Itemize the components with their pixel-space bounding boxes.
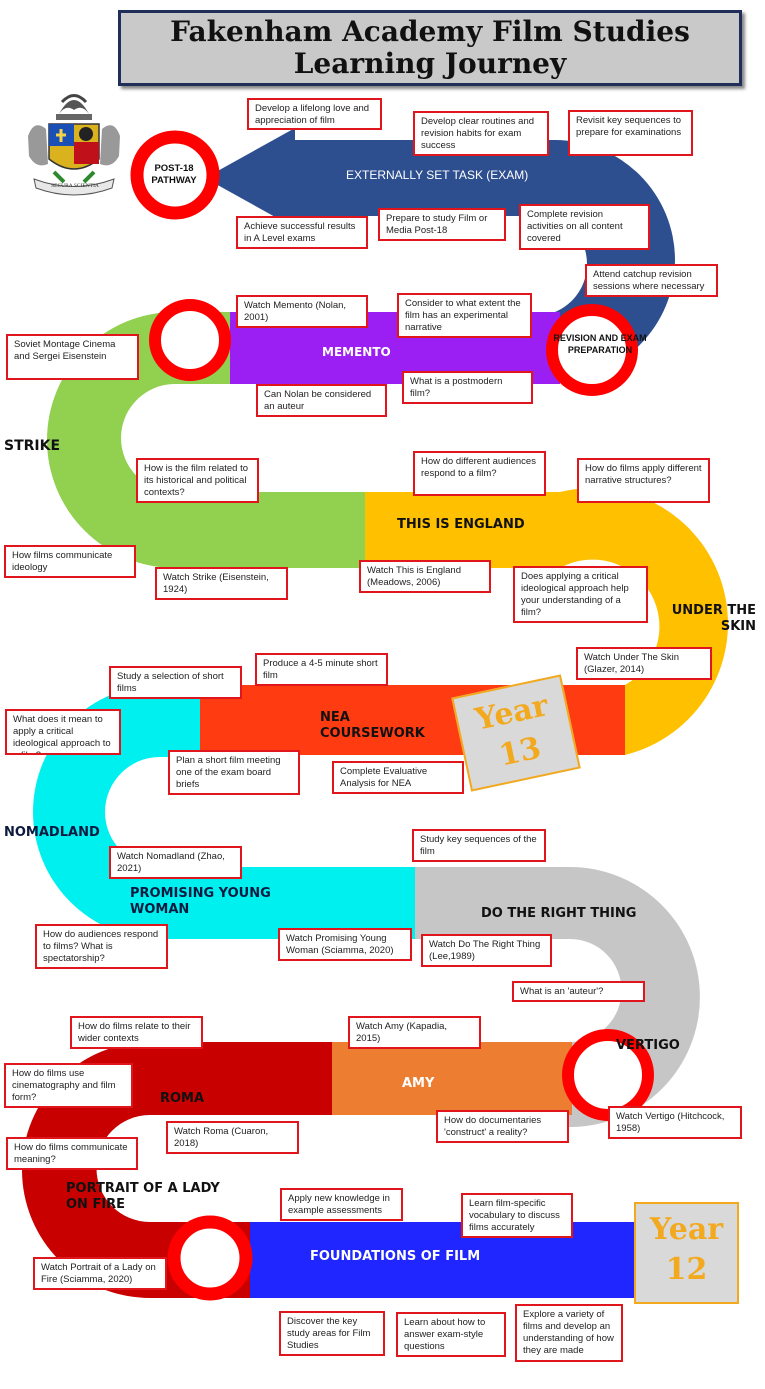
note-apply-knowledge: Apply new knowledge in example assessmen…: [280, 1188, 403, 1221]
exam-arrow-head: [205, 128, 295, 228]
note-meaning: How do films communicate meaning?: [6, 1137, 138, 1170]
note-complete-rev: Complete revision activities on all cont…: [519, 204, 650, 250]
note-watch-amy: Watch Amy (Kapadia, 2015): [348, 1016, 481, 1049]
note-catchup: Attend catchup revision sessions where n…: [585, 264, 718, 297]
note-exam-style: Learn about how to answer exam-style que…: [396, 1312, 506, 1357]
note-watch-dtrt: Watch Do The Right Thing (Lee,1989): [421, 934, 552, 967]
page-title: Fakenham Academy Film Studies Learning J…: [118, 10, 742, 86]
vertigo-label: VERTIGO: [616, 1038, 680, 1053]
note-prepare: Prepare to study Film or Media Post-18: [378, 208, 506, 241]
nomadland-label: NOMADLAND: [4, 825, 100, 840]
this-is-england-label: THIS IS ENGLAND: [397, 517, 525, 532]
year-13-text: Year 13: [472, 688, 552, 774]
memento-ring: [149, 299, 231, 381]
note-vocabulary: Learn film-specific vocabulary to discus…: [461, 1193, 573, 1238]
note-what-mean: What does it mean to apply a critical id…: [5, 709, 121, 755]
memento-label: MEMENTO: [322, 345, 391, 359]
note-cinematography: How do films use cinematography and film…: [4, 1063, 133, 1108]
post18-ring: [130, 130, 220, 220]
note-spectatorship: How do audiences respond to films? What …: [35, 924, 168, 969]
note-contexts: How do films relate to their wider conte…: [70, 1016, 203, 1049]
post18-label: POST-18 PATHWAY: [151, 163, 197, 186]
amy-label: AMY: [402, 1076, 435, 1091]
note-watch-roma: Watch Roma (Cuaron, 2018): [166, 1121, 299, 1154]
year-12-badge: Year 12: [634, 1202, 739, 1304]
nea-label: NEA COURSEWORK: [320, 710, 425, 741]
note-postmodern: What is a postmodern film?: [402, 371, 533, 404]
note-watch-strike: Watch Strike (Eisenstein, 1924): [155, 567, 288, 600]
note-results: Achieve successful results in A Level ex…: [236, 216, 368, 249]
note-plan-short: Plan a short film meeting one of the exa…: [168, 750, 300, 795]
note-short-films: Study a selection of short films: [109, 666, 242, 699]
promising-label: PROMISING YOUNG WOMAN: [130, 886, 271, 917]
note-historical: How is the film related to its historica…: [136, 458, 259, 503]
exam-label: EXTERNALLY SET TASK (EXAM): [346, 168, 529, 182]
note-watch-vertigo: Watch Vertigo (Hitchcock, 1958): [608, 1106, 742, 1139]
note-narrative: How do films apply different narrative s…: [577, 458, 710, 503]
this-is-england-curve: [365, 488, 728, 755]
roma-label: ROMA: [160, 1091, 205, 1106]
note-produce: Produce a 4-5 minute short film: [255, 653, 388, 686]
note-watch-uts: Watch Under The Skin (Glazer, 2014): [576, 647, 712, 680]
note-watch-memento: Watch Memento (Nolan, 2001): [236, 295, 368, 328]
foundations-ring: [167, 1215, 253, 1301]
note-critical: Does applying a critical ideological app…: [513, 566, 648, 623]
portrait-label: PORTRAIT OF A LADY ON FIRE: [66, 1181, 220, 1212]
crest-motto: SECURA SCIENTIA: [51, 183, 99, 189]
note-key-areas: Discover the key study areas for Film St…: [279, 1311, 385, 1356]
note-watch-portrait: Watch Portrait of a Lady on Fire (Sciamm…: [33, 1257, 167, 1290]
note-soviet: Soviet Montage Cinema and Sergei Eisenst…: [6, 334, 139, 380]
note-variety: Explore a variety of films and develop a…: [515, 1304, 623, 1362]
school-crest-icon: [28, 94, 120, 196]
revision-ring: [546, 304, 638, 396]
note-watch-pyw: Watch Promising Young Woman (Sciamma, 20…: [278, 928, 412, 961]
under-the-skin-label: UNDER THE SKIN: [671, 603, 756, 634]
note-extent: Consider to what extent the film has an …: [397, 293, 532, 338]
note-ideology: How films communicate ideology: [4, 545, 136, 578]
note-key-seq: Study key sequences of the film: [412, 829, 546, 862]
note-routines: Develop clear routines and revision habi…: [413, 111, 549, 156]
amy-band: [332, 1042, 572, 1115]
revision-label: REVISION AND EXAM PREPARATION: [553, 333, 647, 355]
note-lifelong: Develop a lifelong love and appreciation…: [247, 98, 382, 130]
strike-label: STRIKE: [4, 438, 61, 454]
year-12-text: Year 12: [649, 1212, 724, 1287]
note-audiences: How do different audiences respond to a …: [413, 451, 546, 496]
note-watch-tie: Watch This is England (Meadows, 2006): [359, 560, 491, 593]
foundations-label: FOUNDATIONS OF FILM: [310, 1249, 481, 1264]
note-documentaries: How do documentaries 'construct' a reali…: [436, 1110, 569, 1143]
note-nolan: Can Nolan be considered an auteur: [256, 384, 387, 417]
note-watch-nomadland: Watch Nomadland (Zhao, 2021): [109, 846, 242, 879]
note-revisit: Revisit key sequences to prepare for exa…: [568, 110, 693, 156]
note-auteur: What is an 'auteur'?: [512, 981, 645, 1002]
right-thing-label: DO THE RIGHT THING: [481, 906, 637, 921]
note-evaluative: Complete Evaluative Analysis for NEA: [332, 761, 464, 794]
